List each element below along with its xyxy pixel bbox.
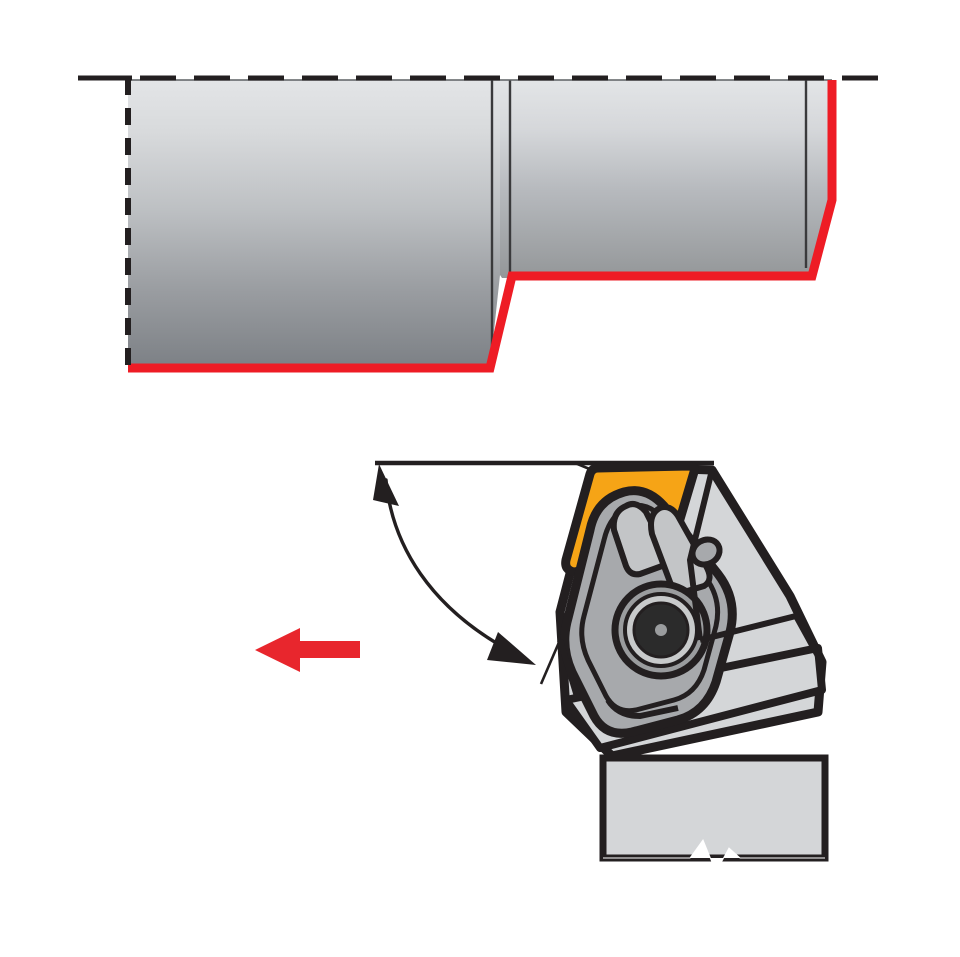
feed-direction-arrow — [255, 628, 360, 672]
feed-arrow-shaft — [292, 641, 360, 658]
centerline-style-text: dashed — [2, 70, 15, 75]
external-turning-tool-holder — [555, 461, 829, 874]
clamp-boss — [689, 536, 723, 568]
shank-break-text: zigzag-break — [2, 62, 25, 67]
doc-title-text: External turning tool — shoulder turning… — [2, 6, 90, 11]
clamp-tail-line — [605, 698, 679, 720]
lower-panel-desc: External turning tool holder with top-cl… — [2, 22, 188, 27]
approach-angle-arrowhead-top — [373, 464, 399, 506]
workpiece-profile-view — [78, 75, 884, 373]
workpiece-large-diameter-body — [128, 80, 500, 368]
shank-break-symbol-fill — [603, 838, 825, 874]
upper-panel-desc: Sectional profile of turned workpiece sh… — [2, 14, 146, 19]
holder-facet-line-lower — [699, 612, 821, 658]
machined-edge-desc: From datum at left along large-diameter … — [2, 30, 250, 35]
angle-arc-type: double-headed-curved-arrow — [2, 38, 53, 43]
clamp-rib-left — [610, 501, 670, 578]
tool-shank — [599, 754, 829, 862]
clamp-screw-center-dot — [655, 624, 667, 636]
feed-arrow-head — [255, 628, 300, 672]
approach-angle-arc — [384, 478, 514, 654]
tool-assembly-view — [255, 460, 829, 874]
approach-angle-arrowhead-bottom — [487, 632, 536, 665]
holder-facet-line-upper — [686, 469, 715, 641]
feed-arrow-direction: left — [2, 46, 8, 51]
machined-surface-highlight — [128, 80, 837, 373]
insert-shape-text: rhombic — [2, 54, 16, 59]
holder-left-facet-line — [557, 639, 581, 701]
workpiece-small-diameter-body — [500, 80, 832, 278]
